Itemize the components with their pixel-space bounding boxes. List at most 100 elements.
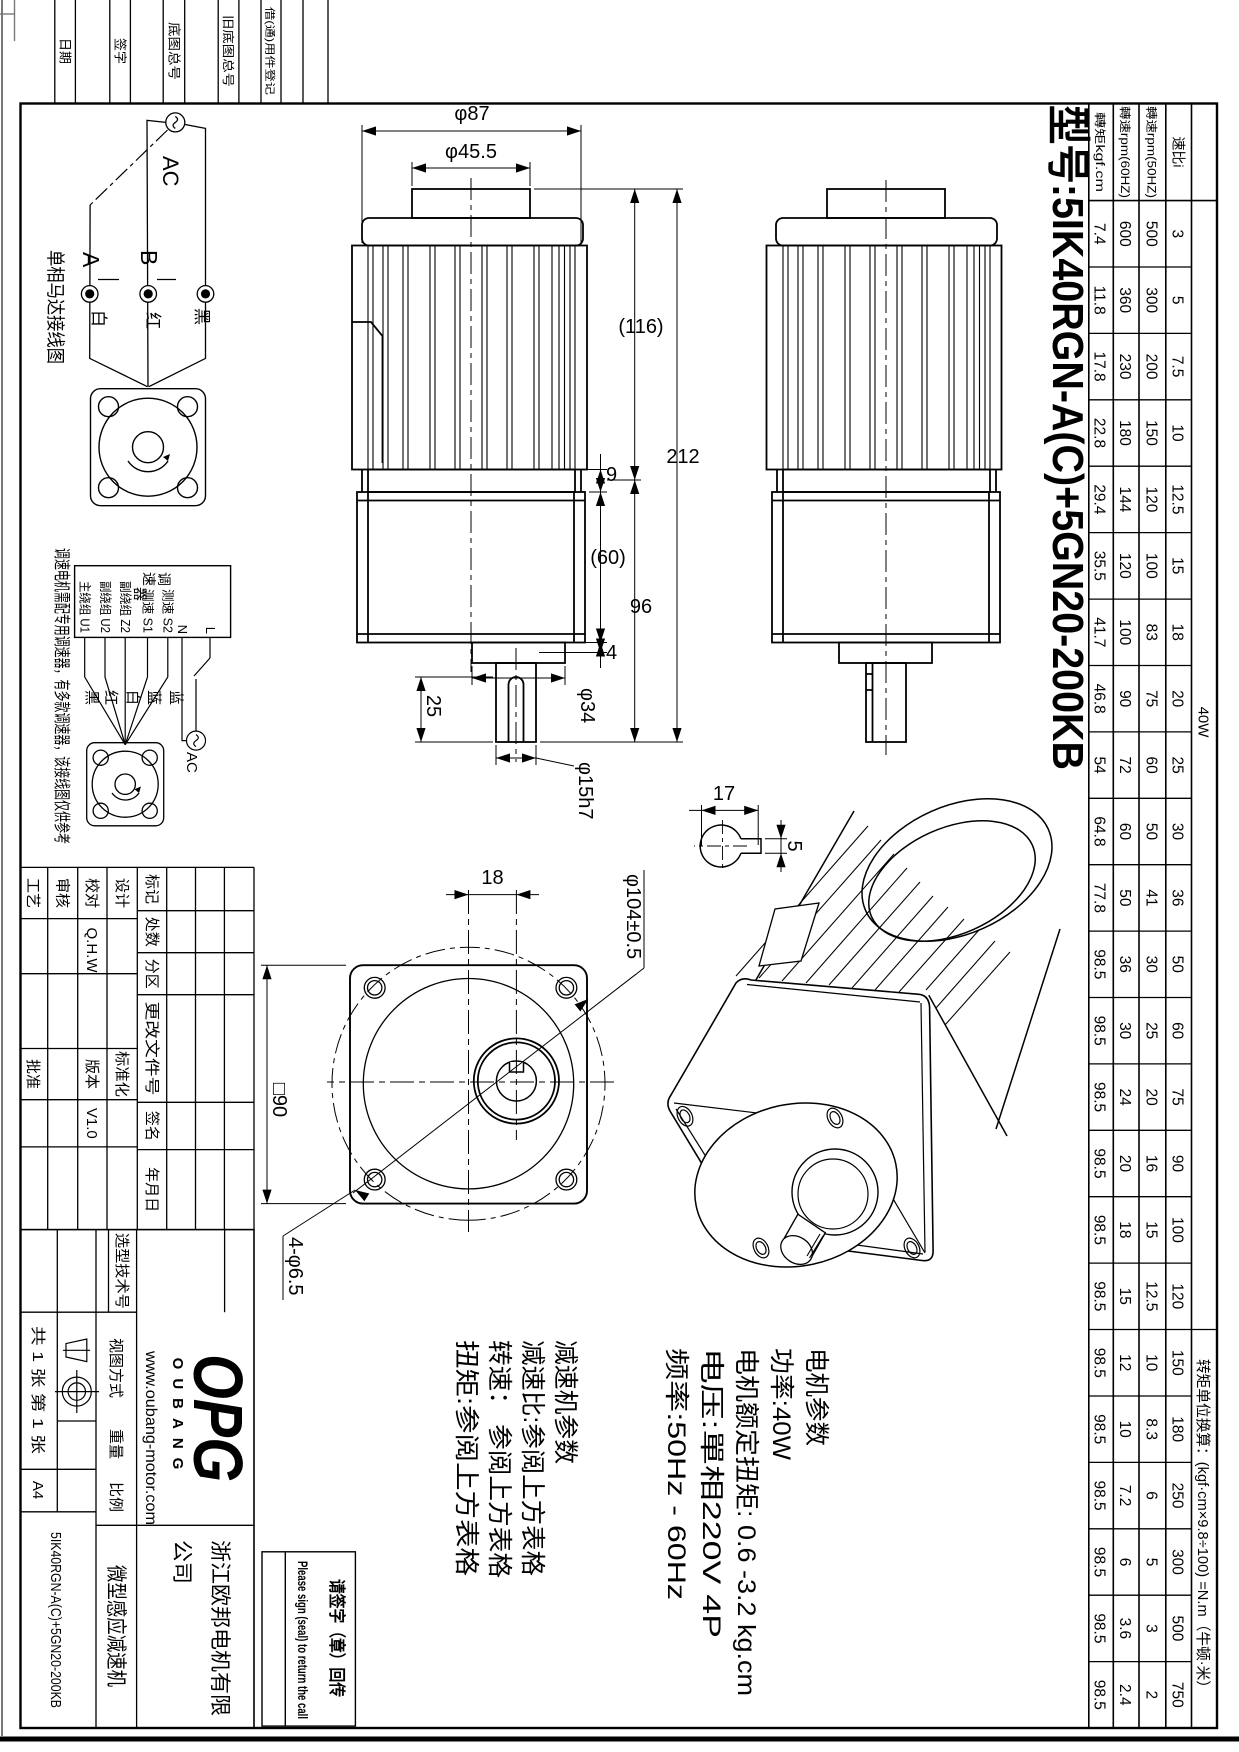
- svg-text:96: 96: [630, 596, 652, 618]
- svg-text:150: 150: [1143, 420, 1160, 446]
- svg-text:35.5: 35.5: [1091, 551, 1108, 581]
- svg-text:98.5: 98.5: [1091, 1082, 1108, 1112]
- svg-text:750: 750: [1169, 1682, 1186, 1708]
- svg-text:46.8: 46.8: [1091, 684, 1108, 714]
- svg-text:7.2: 7.2: [1116, 1485, 1133, 1507]
- svg-text:98.5: 98.5: [1091, 1414, 1108, 1444]
- svg-text:电机参数: 电机参数: [802, 1348, 830, 1446]
- svg-text:12.5: 12.5: [1143, 1281, 1160, 1311]
- svg-text:6: 6: [1116, 1558, 1133, 1567]
- svg-text:20: 20: [1143, 1088, 1160, 1106]
- svg-text:B: B: [136, 250, 162, 265]
- svg-text:工艺: 工艺: [24, 878, 41, 908]
- svg-text:轉矩kgf.cm: 轉矩kgf.cm: [1093, 112, 1106, 192]
- svg-text:98.5: 98.5: [1091, 949, 1108, 979]
- svg-text:(60): (60): [590, 547, 626, 569]
- svg-text:72: 72: [1116, 756, 1133, 773]
- svg-text:φ34: φ34: [576, 688, 598, 723]
- svg-text:底图总号: 底图总号: [167, 22, 182, 80]
- svg-text:副绕组 U2: 副绕组 U2: [98, 581, 113, 633]
- svg-text:φ45.5: φ45.5: [445, 141, 497, 163]
- svg-text:选型技术号: 选型技术号: [113, 1233, 130, 1309]
- svg-text:120: 120: [1143, 486, 1160, 512]
- svg-text:2: 2: [1143, 1690, 1160, 1699]
- svg-text:500: 500: [1169, 1615, 1186, 1641]
- svg-text:7.4: 7.4: [1091, 223, 1108, 245]
- svg-text:共 1 张 第 1 张: 共 1 张 第 1 张: [29, 1326, 47, 1454]
- svg-text:φ104±0.5: φ104±0.5: [622, 874, 644, 959]
- svg-text:3.6: 3.6: [1116, 1618, 1133, 1640]
- svg-text:测速 S2: 测速 S2: [161, 589, 175, 633]
- svg-text:视图方式: 视图方式: [107, 1338, 124, 1398]
- svg-text:扭矩:参阅上方表格: 扭矩:参阅上方表格: [452, 1340, 480, 1576]
- svg-text:黑: 黑: [192, 308, 211, 325]
- svg-text:300: 300: [1143, 287, 1160, 313]
- svg-text:红: 红: [102, 690, 119, 705]
- svg-text:120: 120: [1169, 1283, 1186, 1309]
- svg-text:100: 100: [1116, 619, 1133, 645]
- svg-text:微型感应减速机: 微型感应减速机: [104, 1565, 127, 1687]
- svg-text:50: 50: [1116, 889, 1133, 907]
- svg-text:15: 15: [1143, 1221, 1160, 1238]
- svg-text:(116): (116): [618, 316, 663, 338]
- svg-text:98.5: 98.5: [1091, 1547, 1108, 1577]
- svg-text:6: 6: [1143, 1491, 1160, 1500]
- svg-text:36: 36: [1116, 956, 1133, 973]
- svg-text:25: 25: [422, 695, 444, 717]
- svg-text:54: 54: [1091, 756, 1108, 774]
- svg-text:16: 16: [1143, 1155, 1160, 1172]
- svg-text:3: 3: [1169, 229, 1186, 238]
- svg-text:速比i: 速比i: [1171, 136, 1187, 167]
- svg-text:转速： 参阅上方表格: 转速： 参阅上方表格: [485, 1340, 513, 1578]
- svg-text:5: 5: [1143, 1558, 1160, 1567]
- svg-text:12: 12: [1116, 1354, 1133, 1371]
- svg-text:17.8: 17.8: [1091, 352, 1108, 382]
- svg-text:电压:單相220V 4P: 电压:單相220V 4P: [697, 1348, 725, 1638]
- svg-text:30: 30: [1116, 1022, 1133, 1040]
- svg-text:功率:40W: 功率:40W: [767, 1348, 795, 1460]
- svg-text:www.oubang-motor.com: www.oubang-motor.com: [142, 1350, 159, 1525]
- svg-text:浙江欧邦电机有限: 浙江欧邦电机有限: [208, 1540, 231, 1716]
- svg-text:白: 白: [89, 310, 108, 327]
- svg-text:18: 18: [481, 867, 503, 889]
- svg-text:型号:5IK40RGN-A(C)+5GN20-200KB: 型号:5IK40RGN-A(C)+5GN20-200KB: [1043, 105, 1092, 770]
- svg-text:φ15h7: φ15h7: [574, 762, 596, 819]
- svg-text:60: 60: [1143, 756, 1160, 774]
- svg-text:轉速rpm(50HZ): 轉速rpm(50HZ): [1145, 106, 1158, 198]
- svg-text:电机额定扭矩: 0.6 -3.2 kg.cm: 电机额定扭矩: 0.6 -3.2 kg.cm: [732, 1348, 760, 1696]
- svg-text:500: 500: [1143, 221, 1160, 247]
- svg-text:98.5: 98.5: [1091, 1148, 1108, 1178]
- svg-text:A4: A4: [29, 1481, 46, 1499]
- svg-text:2.4: 2.4: [1116, 1684, 1133, 1706]
- svg-text:50: 50: [1143, 823, 1160, 841]
- svg-text:24: 24: [1116, 1088, 1133, 1106]
- svg-text:旧底图总号: 旧底图总号: [221, 15, 236, 87]
- svg-text:75: 75: [1143, 690, 1160, 707]
- svg-text:98.5: 98.5: [1091, 1215, 1108, 1245]
- svg-text:12.5: 12.5: [1169, 484, 1186, 514]
- svg-text:98.5: 98.5: [1091, 1016, 1108, 1046]
- svg-text:OUBANG: OUBANG: [169, 1358, 186, 1479]
- svg-text:100: 100: [1143, 553, 1160, 579]
- svg-text:17: 17: [713, 783, 735, 805]
- svg-text:黑: 黑: [83, 690, 100, 705]
- svg-text:V1.0: V1.0: [83, 1108, 100, 1139]
- svg-text:40W: 40W: [1195, 707, 1212, 739]
- svg-text:调: 调: [156, 572, 172, 586]
- svg-text:蓝: 蓝: [167, 690, 184, 705]
- svg-text:11.8: 11.8: [1091, 286, 1108, 315]
- svg-text:调速电机需配专用调速器，有多款调速器，该接线图仅供参考: 调速电机需配专用调速器，有多款调速器，该接线图仅供参考: [52, 548, 71, 844]
- svg-text:10: 10: [1169, 424, 1186, 442]
- svg-text:7.5: 7.5: [1169, 356, 1186, 378]
- svg-text:10: 10: [1143, 1354, 1160, 1372]
- svg-text:白: 白: [124, 690, 141, 705]
- svg-text:重量: 重量: [107, 1429, 124, 1459]
- svg-text:144: 144: [1116, 486, 1133, 512]
- svg-text:蓝: 蓝: [145, 690, 162, 705]
- svg-text:41: 41: [1143, 889, 1160, 906]
- svg-text:60: 60: [1116, 823, 1133, 841]
- svg-text:25: 25: [1143, 1022, 1160, 1039]
- svg-text:83: 83: [1143, 624, 1160, 641]
- svg-text:180: 180: [1116, 420, 1133, 446]
- svg-text:10: 10: [1116, 1421, 1133, 1439]
